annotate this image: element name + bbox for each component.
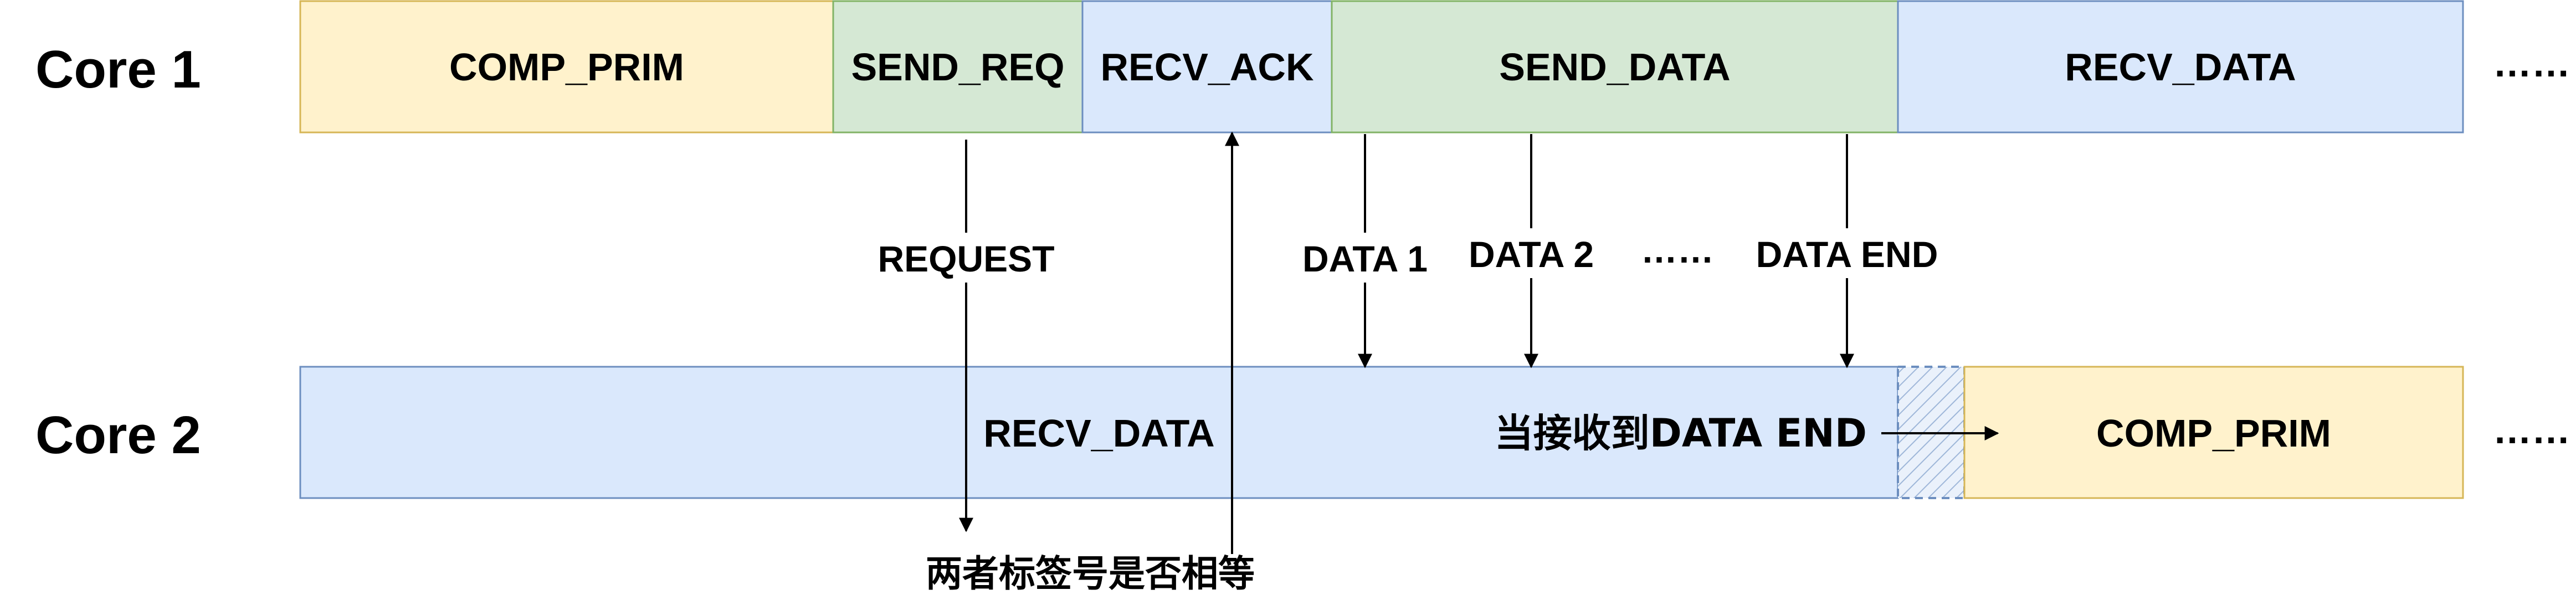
core2-recv-label: RECV_DATA: [983, 412, 1214, 455]
core1-continuation: ……: [2493, 42, 2570, 85]
data-end-label: DATA END: [1756, 234, 1938, 275]
core1-timeline: COMP_PRIM SEND_REQ RECV_ACK SEND_DATA RE…: [299, 0, 2464, 134]
core2-label: Core 2: [35, 406, 201, 465]
core1-seg-send-data: [1331, 0, 1899, 134]
signal-ellipsis: ……: [1641, 229, 1714, 270]
core2-timeline: RECV_DATA 当接收到DATA END COMP_PRIM: [299, 366, 2464, 499]
core1-seg-send-req: [832, 0, 1084, 134]
request-label: REQUEST: [878, 238, 1054, 279]
core1-seg-label: SEND_REQ: [851, 45, 1064, 89]
data1-label: DATA 1: [1302, 238, 1428, 279]
compare-note: 两者标签号是否相等: [926, 552, 1255, 595]
core1-seg-label: RECV_ACK: [1100, 45, 1313, 89]
core2-seg-recv-data: [299, 366, 1899, 499]
core1-seg-comp-prim: [299, 0, 834, 134]
core2-seg-comp-prim: [1963, 366, 2464, 499]
core2-continuation: ……: [2493, 408, 2570, 452]
data2-label: DATA 2: [1469, 234, 1594, 275]
core1-seg-label: SEND_DATA: [1499, 45, 1730, 89]
core1-seg-recv-ack: [1081, 0, 1333, 134]
core1-seg-label: COMP_PRIM: [449, 45, 684, 89]
core2-comp-label: COMP_PRIM: [2096, 412, 2331, 455]
core1-seg-recv-data: [1897, 0, 2464, 134]
core1-seg-label: RECV_DATA: [2065, 45, 2296, 89]
core1-label: Core 1: [35, 40, 201, 99]
core2-condition-label: 当接收到DATA END: [1495, 411, 1867, 456]
